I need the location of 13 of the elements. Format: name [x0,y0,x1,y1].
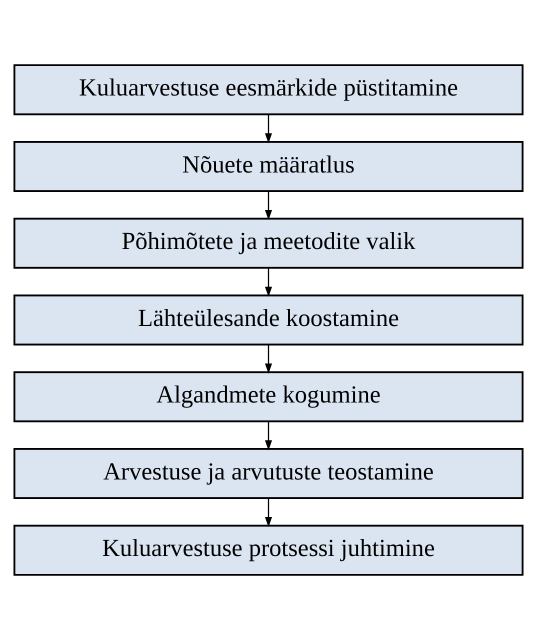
node-box: Algandmete kogumine [14,370,524,422]
arrow [264,498,272,527]
arrow [264,114,272,143]
arrow [264,190,272,220]
arrow [264,344,272,374]
node-box: Põhimõtete ja meetodite valik [14,217,524,268]
node-box: Kuluarvestuse protsessi juhtimine [14,524,524,576]
arrow [264,421,272,450]
node-box: Kuluarvestuse eesmärkide püstitamine [14,64,524,115]
arrow [264,268,272,296]
node-box: Lähteülesande koostamine [14,294,524,345]
node-box: Arvestuse ja arvutuste teostamine [14,448,524,499]
node-box: Nõuete määratlus [14,140,524,192]
